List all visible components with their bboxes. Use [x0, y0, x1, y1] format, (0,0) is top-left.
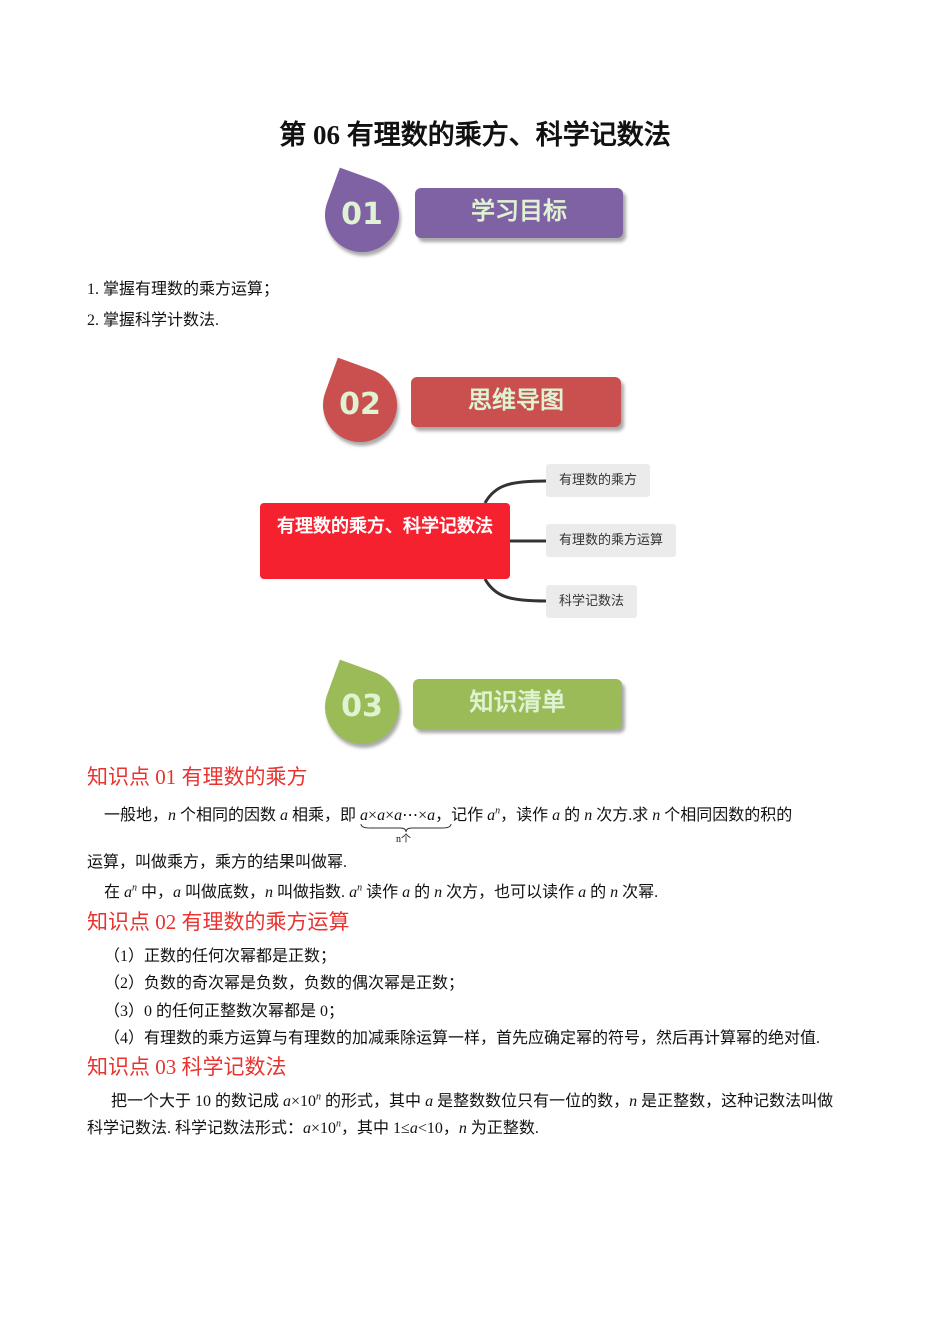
- paragraph: 在 an 中，a 叫做底数，n 叫做指数. an 读作 a 的 n 次方，也可以…: [104, 882, 659, 901]
- list-item: （4）有理数的乘方运算与有理数的加减乘除运算一样，首先应确定幂的符号，然后再计算…: [104, 1030, 821, 1047]
- page-title: 第 06 有理数的乘方、科学记数法: [279, 120, 671, 150]
- goal-item: 2. 掌握科学计数法.: [87, 312, 220, 329]
- list-item: （3）0 的任何正整数次幂都是 0；: [104, 1003, 345, 1020]
- mindmap-center-node: 有理数的乘方、科学记数法: [260, 503, 510, 579]
- list-item: （1）正数的任何次幂都是正数；: [104, 948, 337, 965]
- section-number: 01: [341, 197, 383, 232]
- list-item: （2）负数的奇次幂是负数，负数的偶次幂是正数；: [104, 975, 465, 992]
- section-title-bar: 思维导图: [411, 377, 621, 427]
- paragraph: 运算，叫做乘方，乘方的结果叫做幂.: [87, 854, 348, 871]
- section-number: 03: [341, 689, 383, 724]
- paragraph: 科学记数法. 科学记数法形式：a×10n，其中 1≤a<10，n 为正整数.: [87, 1118, 539, 1137]
- mindmap-branch: 有理数的乘方: [546, 464, 651, 497]
- knowledge-heading-01: 知识点 01 有理数的乘方: [87, 765, 308, 789]
- mindmap-branch: 有理数的乘方运算: [546, 524, 677, 557]
- knowledge-heading-02: 知识点 02 有理数的乘方运算: [87, 910, 350, 934]
- mindmap-connectors: [483, 479, 547, 603]
- mindmap-branch: 科学记数法: [546, 585, 638, 618]
- knowledge-heading-03: 知识点 03 科学记数法: [87, 1055, 287, 1079]
- underbrace-label: n个: [396, 834, 412, 845]
- section-title-bar: 学习目标: [415, 188, 623, 238]
- paragraph: 把一个大于 10 的数记成 a×10n 的形式，其中 a 是整数数位只有一位的数…: [111, 1091, 834, 1110]
- goal-item: 1. 掌握有理数的乘方运算；: [87, 281, 280, 298]
- section-number: 02: [339, 387, 381, 422]
- section-title-bar: 知识清单: [413, 679, 622, 729]
